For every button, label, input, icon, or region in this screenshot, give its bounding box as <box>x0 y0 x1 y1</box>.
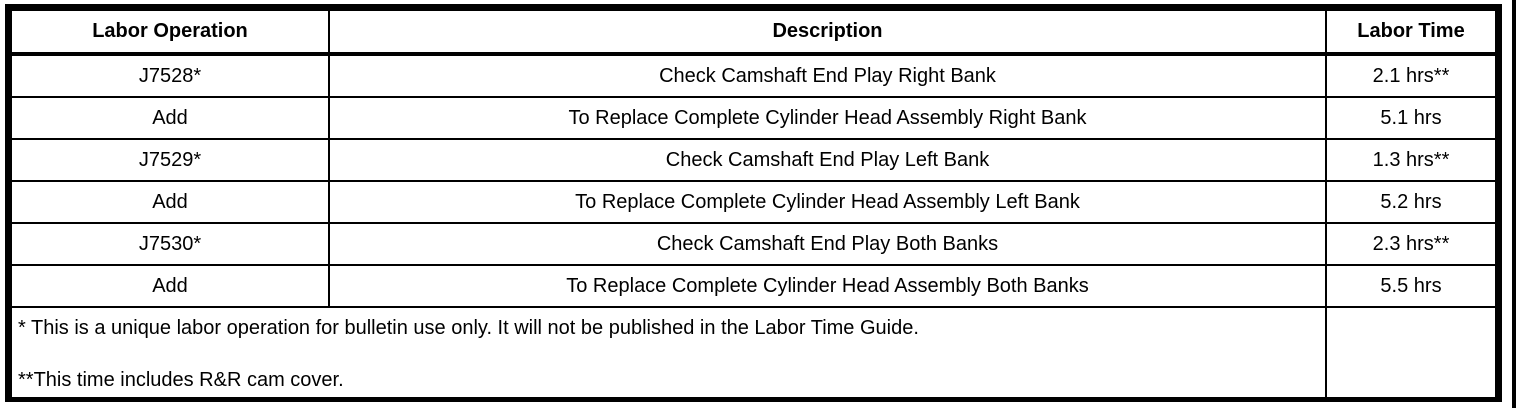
cell-labor-time: 5.5 hrs <box>1325 264 1497 308</box>
cell-labor-time: 2.1 hrs** <box>1325 53 1497 98</box>
table-row: J7529* Check Camshaft End Play Left Bank… <box>10 138 1497 182</box>
cell-description: Check Camshaft End Play Both Banks <box>328 222 1327 266</box>
cell-labor-operation: J7529* <box>10 138 330 182</box>
cell-labor-operation: J7530* <box>10 222 330 266</box>
labor-table-frame: Labor Operation Description Labor Time J… <box>5 4 1502 402</box>
table-row: J7528* Check Camshaft End Play Right Ban… <box>10 53 1497 98</box>
column-header-labor-operation: Labor Operation <box>10 9 330 56</box>
page-edge-rule <box>1512 0 1516 408</box>
table-body: J7528* Check Camshaft End Play Right Ban… <box>10 53 1497 400</box>
labor-operations-table: Labor Operation Description Labor Time J… <box>10 9 1497 400</box>
cell-labor-time: 2.3 hrs** <box>1325 222 1497 266</box>
footnotes-cell: * This is a unique labor operation for b… <box>10 306 1327 400</box>
column-header-labor-time: Labor Time <box>1325 9 1497 56</box>
table-row: Add To Replace Complete Cylinder Head As… <box>10 96 1497 140</box>
column-header-description: Description <box>328 9 1327 56</box>
cell-labor-operation: Add <box>10 96 330 140</box>
cell-labor-time: 5.1 hrs <box>1325 96 1497 140</box>
footnote-row: * This is a unique labor operation for b… <box>10 306 1497 400</box>
cell-description: To Replace Complete Cylinder Head Assemb… <box>328 264 1327 308</box>
footnote-double-asterisk: **This time includes R&R cam cover. <box>18 369 344 391</box>
cell-description: To Replace Complete Cylinder Head Assemb… <box>328 96 1327 140</box>
cell-labor-operation: Add <box>10 180 330 224</box>
header-row: Labor Operation Description Labor Time <box>10 9 1497 56</box>
cell-description: Check Camshaft End Play Left Bank <box>328 138 1327 182</box>
cell-description: To Replace Complete Cylinder Head Assemb… <box>328 180 1327 224</box>
footnote-single-asterisk: * This is a unique labor operation for b… <box>18 317 919 339</box>
table-row: J7530* Check Camshaft End Play Both Bank… <box>10 222 1497 266</box>
cell-labor-time: 5.2 hrs <box>1325 180 1497 224</box>
cell-description: Check Camshaft End Play Right Bank <box>328 53 1327 98</box>
cell-labor-operation: Add <box>10 264 330 308</box>
cell-labor-operation: J7528* <box>10 53 330 98</box>
table-row: Add To Replace Complete Cylinder Head As… <box>10 264 1497 308</box>
table-row: Add To Replace Complete Cylinder Head As… <box>10 180 1497 224</box>
footnote-empty-labor-time-cell <box>1325 306 1497 400</box>
table-header: Labor Operation Description Labor Time <box>10 9 1497 56</box>
cell-labor-time: 1.3 hrs** <box>1325 138 1497 182</box>
